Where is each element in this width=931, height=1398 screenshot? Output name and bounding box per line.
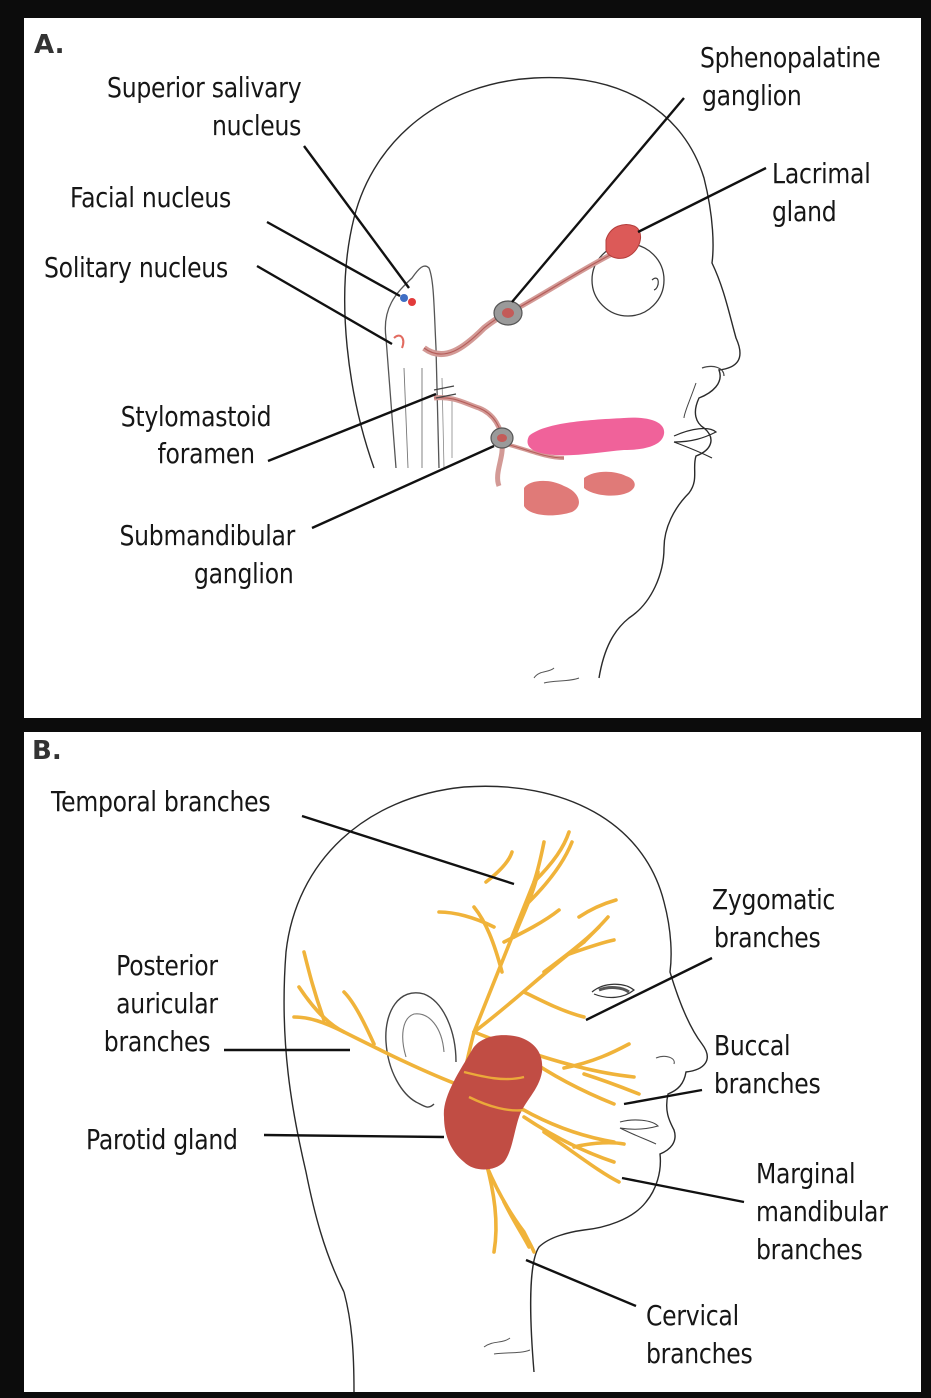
artist-signature-b <box>484 1338 530 1354</box>
label-submandibular-2: ganglion <box>193 556 293 592</box>
label-buccal-2: branches <box>714 1066 820 1102</box>
leader-solitary-nucleus <box>257 266 392 344</box>
panel-b-letter: B. <box>32 736 62 766</box>
label-solitary-nucleus: Solitary nucleus <box>44 250 228 286</box>
brainstem <box>385 266 439 468</box>
label-zygomatic-1: Zygomatic <box>712 882 835 918</box>
leader-marginal <box>622 1178 744 1202</box>
label-parotid-gland: Parotid gland <box>86 1122 238 1158</box>
label-facial-nucleus: Facial nucleus <box>70 180 231 216</box>
label-stylomastoid-1: Stylomastoid <box>120 399 271 435</box>
label-submandibular-1: Submandibular <box>119 518 295 554</box>
label-marginal-2: mandibular <box>756 1194 888 1230</box>
leader-temporal <box>302 816 514 884</box>
label-marginal-3: branches <box>756 1232 862 1268</box>
label-posterior-auricular-3: branches <box>94 1024 220 1060</box>
panel-a-letter: A. <box>34 30 64 60</box>
label-buccal-1: Buccal <box>714 1028 790 1064</box>
label-marginal-1: Marginal <box>756 1156 855 1192</box>
label-cervical-1: Cervical <box>646 1298 739 1334</box>
label-posterior-auricular-2: auricular <box>104 986 230 1022</box>
ear <box>386 993 456 1107</box>
leader-cervical <box>526 1260 636 1306</box>
label-lacrimal-1: Lacrimal <box>772 156 871 192</box>
label-stylomastoid-2: foramen <box>158 436 255 472</box>
tongue-shape <box>528 418 665 456</box>
leader-submandibular <box>312 446 494 528</box>
panel-a-illustration <box>24 18 921 718</box>
artist-signature-a <box>534 668 579 683</box>
leader-sphenopalatine <box>512 98 684 302</box>
label-posterior-auricular-1: Posterior <box>104 948 230 984</box>
parotid-gland-shape <box>444 1035 542 1169</box>
leader-superior-salivary <box>304 146 409 288</box>
facial-nucleus-dot <box>400 294 408 302</box>
sublingual-gland-shape <box>584 472 635 496</box>
leader-stylomastoid <box>268 394 436 461</box>
label-lacrimal-2: gland <box>772 194 836 230</box>
facial-nerve-branches <box>294 832 639 1252</box>
leader-parotid <box>264 1135 444 1137</box>
leader-facial-nucleus <box>267 222 400 296</box>
submandibular-gland-shape <box>524 481 579 515</box>
label-temporal-branches: Temporal branches <box>51 784 270 820</box>
label-zygomatic-2: branches <box>714 920 820 956</box>
lacrimal-gland-shape <box>606 225 641 259</box>
label-superior-salivary-1: Superior salivary <box>107 70 301 106</box>
superior-salivary-nucleus-dot <box>408 298 416 306</box>
solitary-nucleus-mark <box>394 336 403 348</box>
label-sphenopalatine-2: ganglion <box>702 78 802 114</box>
panel-a: A. Superior salivary nucleus Facial nucl… <box>24 18 921 718</box>
panel-b: B. Temporal branches Posterior auricular… <box>24 732 921 1392</box>
label-sphenopalatine-1: Sphenopalatine <box>700 40 880 76</box>
label-superior-salivary-2: nucleus <box>212 108 301 144</box>
leader-lacrimal <box>638 168 766 232</box>
label-cervical-2: branches <box>646 1336 752 1372</box>
